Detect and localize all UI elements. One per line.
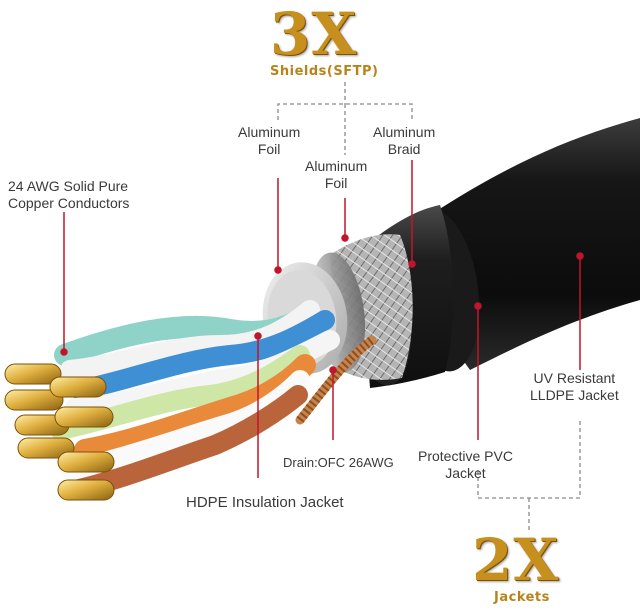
jackets-multiplier: 2X [472, 526, 560, 594]
bracket-lines [277, 82, 581, 530]
leader-lines [60, 160, 584, 478]
twisted-pairs [50, 300, 340, 500]
gold-conductor-tips [4, 363, 115, 501]
jackets-caption: Jackets [494, 590, 550, 605]
drain-wire-label: Drain:OFC 26AWG [283, 455, 394, 470]
hdpe-jacket-label: HDPE Insulation Jacket [186, 494, 344, 511]
shields-caption: Shields(SFTP) [270, 64, 379, 79]
shields-multiplier: 3X [270, 0, 358, 68]
